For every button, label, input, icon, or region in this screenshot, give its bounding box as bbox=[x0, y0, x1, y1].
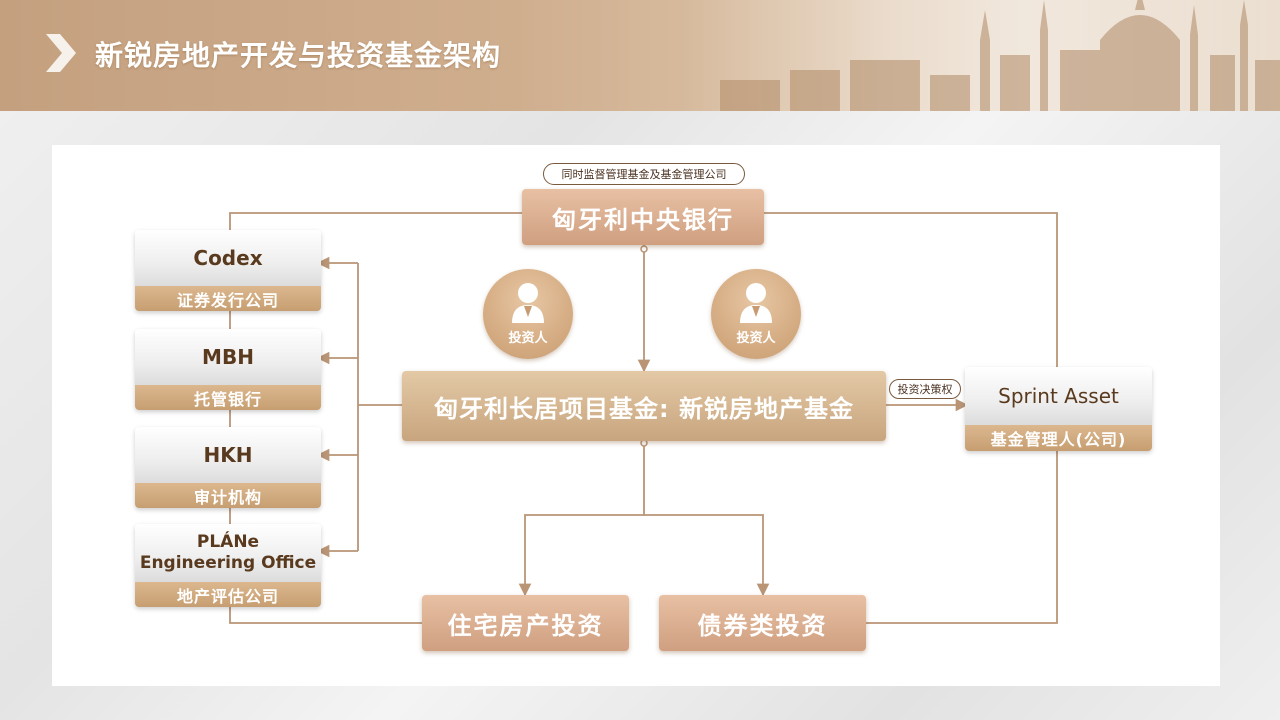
provider-role: 证券发行公司 bbox=[135, 286, 321, 311]
page-title: 新锐房地产开发与投资基金架构 bbox=[95, 39, 502, 72]
provider-name: Codex bbox=[135, 230, 321, 286]
provider-card-codex[interactable]: Codex 证券发行公司 bbox=[135, 230, 321, 311]
manager-name: Sprint Asset bbox=[965, 367, 1152, 425]
parliament-skyline-image bbox=[680, 0, 1280, 111]
person-icon bbox=[740, 283, 772, 323]
supervision-note: 同时监督管理基金及基金管理公司 bbox=[543, 163, 745, 185]
provider-card-plane[interactable]: PLÁNe Engineering Office 地产评估公司 bbox=[135, 524, 321, 607]
investor-1[interactable]: 投资人 bbox=[483, 269, 573, 359]
decision-note: 投资决策权 bbox=[889, 379, 961, 399]
provider-name: MBH bbox=[135, 329, 321, 385]
investor-label: 投资人 bbox=[736, 331, 776, 346]
residential-investment-box[interactable]: 住宅房产投资 bbox=[422, 595, 629, 651]
chevron-right-icon bbox=[46, 34, 76, 72]
manager-role: 基金管理人(公司) bbox=[965, 425, 1152, 451]
provider-card-hkh[interactable]: HKH 审计机构 bbox=[135, 427, 321, 508]
person-icon bbox=[512, 283, 544, 323]
diagram-panel: 同时监督管理基金及基金管理公司 匈牙利中央银行 投资人 投资人 匈牙利长居项目基… bbox=[52, 145, 1220, 686]
provider-card-mbh[interactable]: MBH 托管银行 bbox=[135, 329, 321, 410]
investor-2[interactable]: 投资人 bbox=[711, 269, 801, 359]
header-banner: 新锐房地产开发与投资基金架构 bbox=[0, 0, 1280, 111]
provider-role: 审计机构 bbox=[135, 483, 321, 508]
fund-box[interactable]: 匈牙利长居项目基金: 新锐房地产基金 bbox=[402, 371, 886, 441]
provider-role: 地产评估公司 bbox=[135, 582, 321, 607]
provider-name: PLÁNe Engineering Office bbox=[135, 524, 321, 582]
provider-role: 托管银行 bbox=[135, 385, 321, 410]
investor-label: 投资人 bbox=[508, 331, 548, 346]
bond-investment-box[interactable]: 债券类投资 bbox=[659, 595, 866, 651]
manager-card[interactable]: Sprint Asset 基金管理人(公司) bbox=[965, 367, 1152, 451]
central-bank-box[interactable]: 匈牙利中央银行 bbox=[522, 189, 764, 245]
provider-name: HKH bbox=[135, 427, 321, 483]
